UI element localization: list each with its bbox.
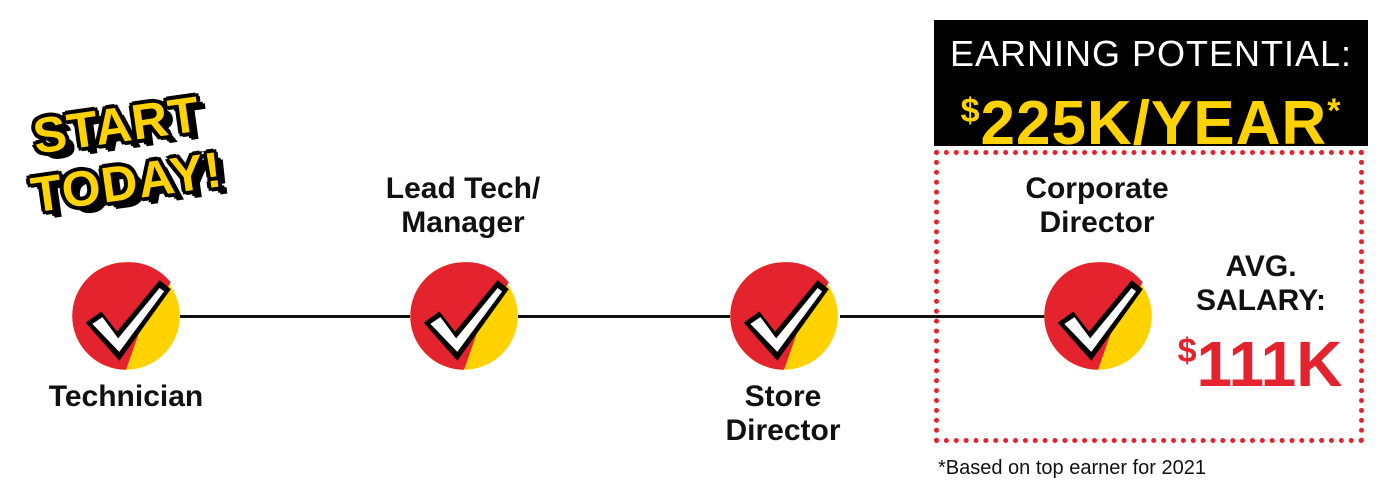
checkmark-circle-icon [1042,260,1154,372]
step-store-director-node [728,260,840,372]
step-label-line: Director [1039,206,1155,239]
salary-amount: 111K [1196,328,1343,400]
step-technician-label: Technician [49,380,203,414]
avg-salary-label: AVG. SALARY: [1186,250,1336,318]
connector-1 [180,315,410,318]
checkmark-circle-icon [728,260,840,372]
footnote: *Based on top earner for 2021 [938,457,1206,479]
salary-currency: $ [1177,332,1197,370]
step-lead-tech-label: Lead Tech/ Manager [386,172,540,240]
step-label-line: Manager [401,206,525,239]
checkmark-circle-icon [408,260,520,372]
step-label-line: Store [744,380,822,413]
start-today-badge: START TODAY! [20,78,250,248]
step-corporate-director-node [1042,260,1154,372]
connector-2 [518,315,730,318]
step-label-line: Lead Tech/ [385,172,541,205]
step-label-line: Technician [48,380,204,413]
earning-potential-value: $225K/YEAR* [934,78,1368,157]
checkmark-circle-icon [70,260,182,372]
earning-potential-box: EARNING POTENTIAL: $225K/YEAR* [934,20,1368,157]
step-store-director-label: Store Director [725,380,840,448]
earning-currency: $ [960,92,981,130]
step-corporate-director-label: Corporate Director [1025,172,1168,240]
step-label-line: Corporate [1025,172,1169,205]
step-label-line: Director [725,414,841,447]
step-lead-tech-node [408,260,520,372]
avg-salary-label-line: SALARY: [1196,284,1326,317]
avg-salary-label-line: AVG. [1225,250,1297,283]
earning-amount: 225K/YEAR [980,89,1328,158]
earning-asterisk: * [1327,92,1342,130]
earning-potential-title: EARNING POTENTIAL: [949,33,1353,74]
avg-salary-value: $111K [1170,318,1350,397]
corporate-highlight-frame [934,150,1364,443]
step-technician-node [70,260,182,372]
connector-3 [840,315,1045,318]
